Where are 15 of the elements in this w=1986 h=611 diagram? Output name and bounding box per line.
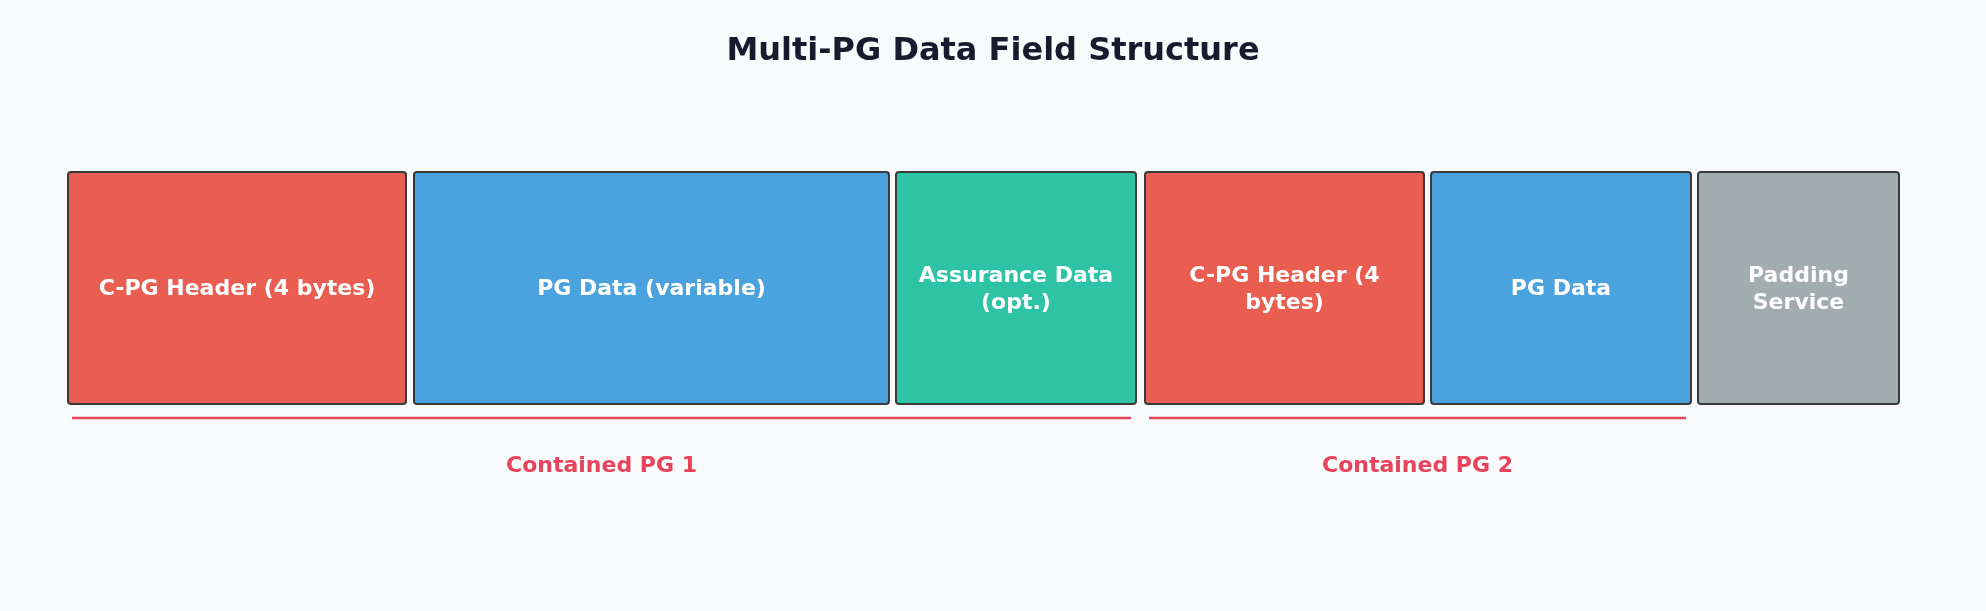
segment-label: C-PG Header (4 bytes) [1188, 260, 1381, 316]
segment-label: C-PG Header (4 bytes) [98, 274, 376, 302]
diagram-title: Multi-PG Data Field Structure [725, 30, 1261, 68]
segment-label: PG Data (variable) [537, 274, 766, 302]
segment-label: Assurance Data (opt.) [917, 260, 1115, 316]
segment-label: PG Data [1510, 274, 1612, 302]
bracket-label: Contained PG 2 [1322, 452, 1513, 477]
segment-label: Padding Service [1747, 260, 1850, 316]
field-segment-box [1144, 171, 1425, 405]
field-segment-box [1697, 171, 1900, 405]
field-segment-box [895, 171, 1137, 405]
bracket-label: Contained PG 1 [506, 452, 697, 477]
field-segment-box [413, 171, 890, 405]
field-segment-box [1430, 171, 1692, 405]
field-segment-box [67, 171, 407, 405]
